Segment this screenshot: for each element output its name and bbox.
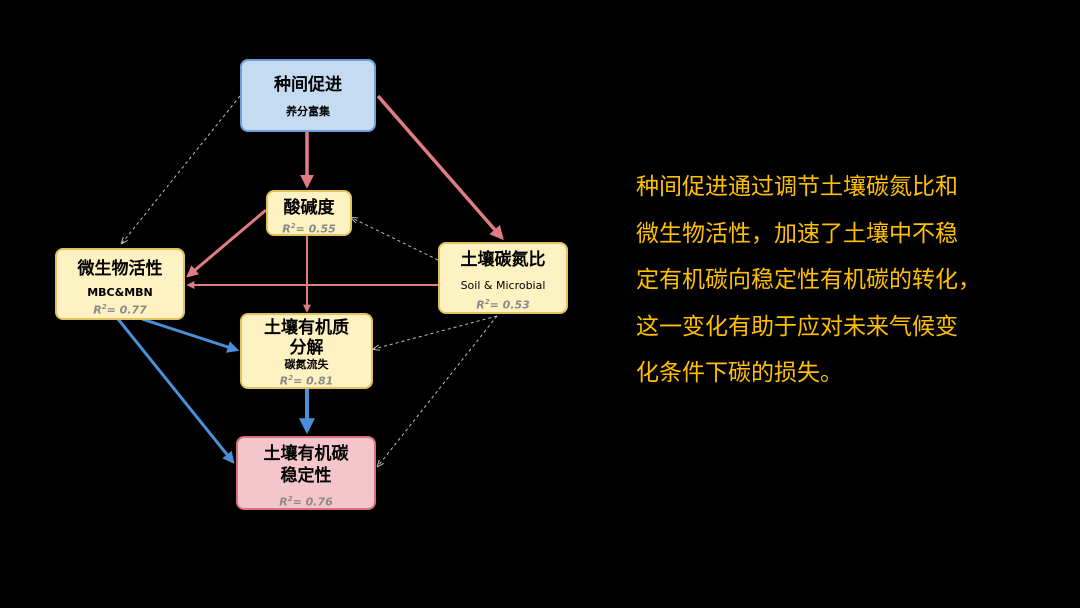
node-intercrop-facilitation: 种间促进 养分富集	[240, 59, 376, 132]
summary-text: 种间促进通过调节土壤碳氮比和 微生物活性，加速了土壤中不稳 定有机碳向稳定性有机…	[636, 164, 1056, 397]
node-soil-cn-ratio: 土壤碳氮比 Soil & Microbial R2= 0.53	[438, 242, 568, 314]
node-intercrop-title: 种间促进	[274, 75, 342, 95]
summary-line-1: 种间促进通过调节土壤碳氮比和	[636, 174, 958, 200]
node-decomp-sub: 碳氮流失	[284, 358, 329, 371]
summary-line-5: 化条件下碳的损失。	[636, 360, 843, 386]
node-soc-r2: R2= 0.76	[279, 495, 333, 509]
node-ph-title: 酸碱度	[283, 198, 335, 218]
blue-arrow-microbe-to-soc	[116, 318, 235, 464]
summary-line-4: 这一变化有助于应对未来气候变	[636, 313, 958, 340]
node-microbe-sub: MBC&MBN	[87, 286, 153, 299]
node-ph: 酸碱度 R2= 0.55	[266, 190, 352, 236]
dashed-arrow-cn-to-decomp	[374, 315, 498, 349]
summary-line-2: 微生物活性，加速了土壤中不稳	[636, 220, 958, 247]
dashed-arrow-cn-to-ph	[352, 218, 439, 261]
node-soc-title-line2: 稳定性	[280, 466, 332, 486]
node-microbe-title: 微生物活性	[77, 259, 163, 279]
node-decomp-title-line1: 土壤有机质	[264, 318, 349, 338]
blue-arrow-microbe-to-decomp	[141, 317, 240, 353]
node-decomp-title-line2: 分解	[289, 338, 324, 358]
node-som-decomposition: 土壤有机质 分解 碳氮流失 R2= 0.81	[240, 313, 373, 389]
node-intercrop-sub: 养分富集	[286, 105, 330, 118]
node-soc-stability: 土壤有机碳 稳定性 R2= 0.76	[236, 436, 376, 510]
node-microbial-activity: 微生物活性 MBC&MBN R2= 0.77	[55, 248, 185, 320]
node-soc-title-line1: 土壤有机碳	[263, 444, 349, 464]
red-arrow-ph-to-microbe	[186, 208, 267, 278]
summary-line-3: 定有机碳向稳定性有机碳的转化，	[636, 267, 981, 293]
node-decomp-r2: R2= 0.81	[279, 374, 334, 388]
dashed-arrow-intercrop-to-microbe	[122, 95, 241, 243]
dashed-arrow-cn-to-soc	[378, 315, 498, 466]
node-microbe-r2: R2= 0.77	[93, 303, 147, 317]
red-arrow-intercrop-to-cn	[376, 94, 504, 241]
node-ph-r2: R2= 0.55	[282, 222, 336, 236]
node-cn-title: 土壤碳氮比	[460, 250, 546, 270]
node-cn-r2: R2= 0.53	[476, 298, 530, 312]
node-cn-sub: Soil & Microbial	[460, 279, 546, 292]
